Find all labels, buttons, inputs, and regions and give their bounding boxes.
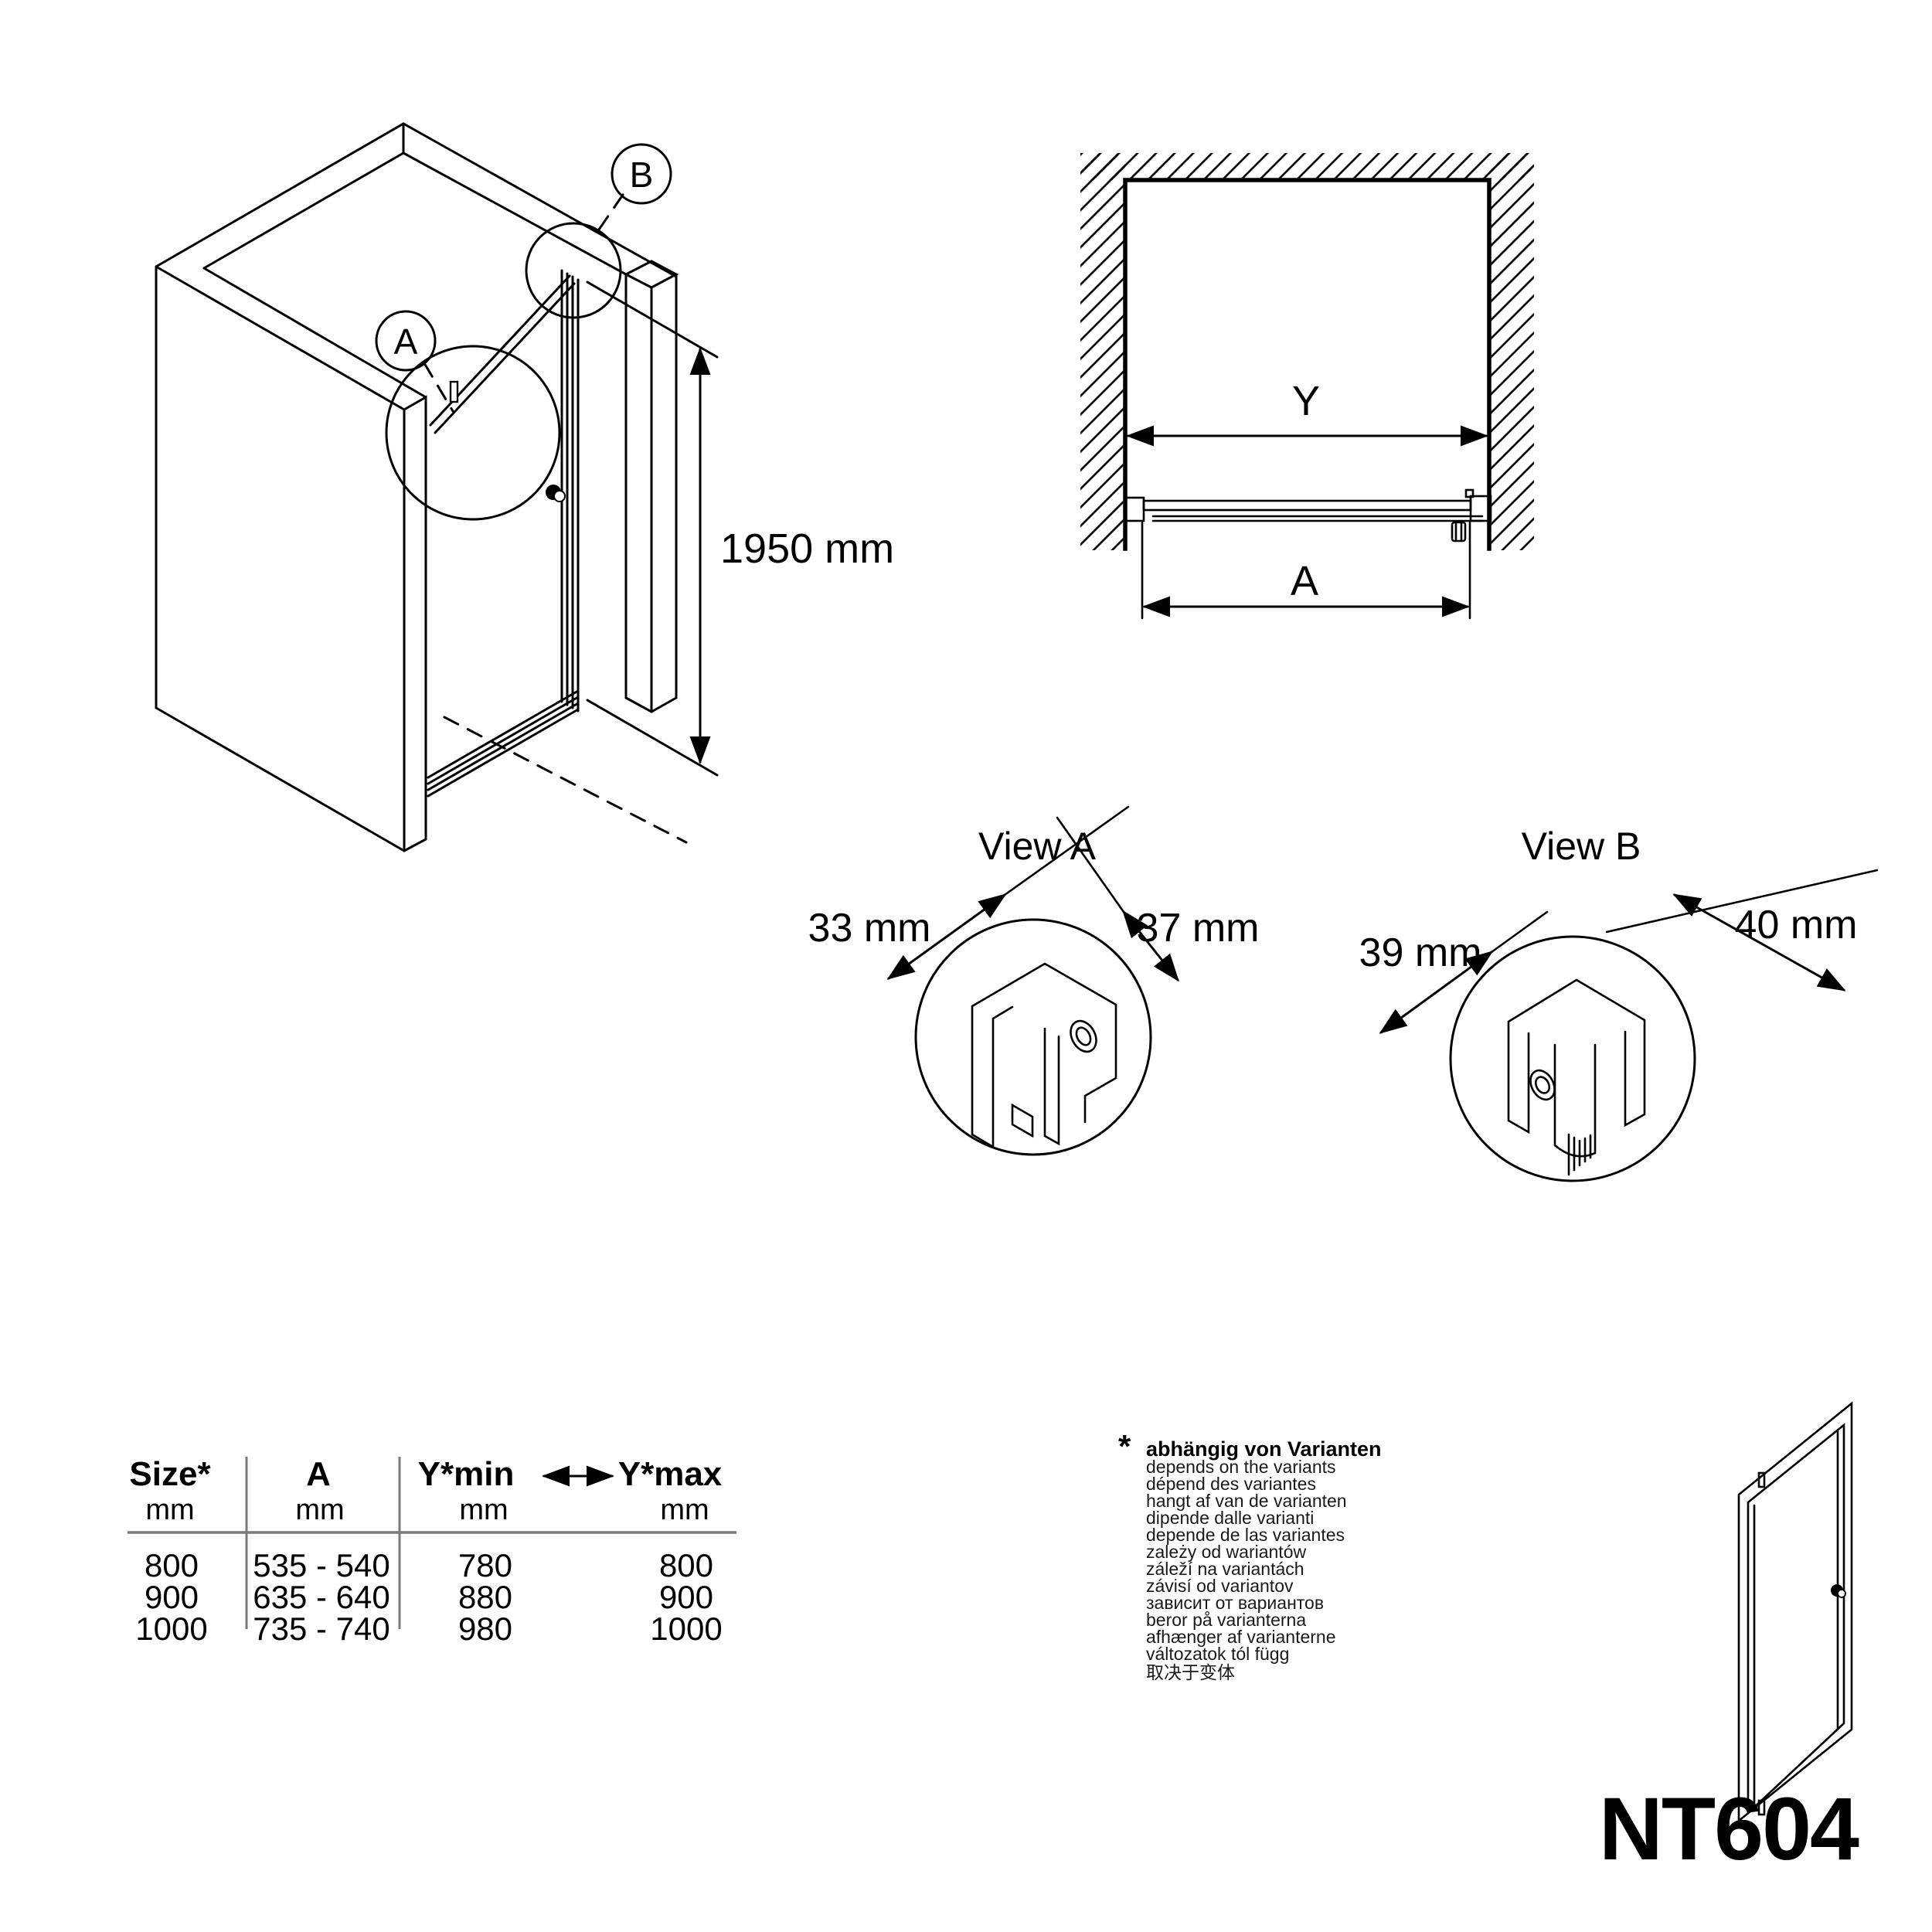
note-line: зависит от вариантов <box>1146 1593 1324 1613</box>
plan-y-label: Y <box>1292 378 1320 424</box>
note-line: hangt af van de varianten <box>1146 1491 1347 1511</box>
note-asterisk: * <box>1118 1428 1131 1464</box>
note-heading: abhängig von Varianten <box>1146 1437 1382 1461</box>
view-b-glass-seal-hatch <box>1567 1133 1592 1176</box>
note-line: závisí od variantov <box>1146 1576 1294 1596</box>
iso-shower-drawing: A B 1950 mm <box>155 122 894 852</box>
size-table: Size* A Y*min Y*max mm mm mm mm 800 535 … <box>128 1455 736 1647</box>
note-line: depende de las variantes <box>1146 1525 1345 1545</box>
view-b-title: View B <box>1522 825 1641 868</box>
height-dimension-label: 1950 mm <box>720 526 894 572</box>
view-a-dim-left: 33 mm <box>808 906 931 951</box>
cell-ymax: 800 <box>659 1547 713 1583</box>
cell-ymin: 780 <box>458 1547 512 1583</box>
view-b-profile-sketch <box>1507 978 1646 1176</box>
cell-size: 1000 <box>135 1611 207 1647</box>
plan-a-label: A <box>1291 558 1318 604</box>
cell-a: 635 - 640 <box>253 1579 389 1615</box>
plan-hatch-back-wall <box>1080 153 1533 180</box>
cell-a: 735 - 740 <box>253 1611 389 1647</box>
iso-callout-b: B <box>525 143 672 319</box>
product-model-code: NT604 <box>1599 1780 1859 1879</box>
table-header-ymax: Y*max <box>618 1455 723 1493</box>
cell-ymin: 880 <box>458 1579 512 1615</box>
cell-a: 535 - 540 <box>253 1547 389 1583</box>
view-a-circle <box>914 918 1152 1156</box>
callout-b-label: B <box>630 155 654 195</box>
detail-view-a: View A 33 mm 37 mm <box>808 805 1260 1156</box>
view-b-dim-right: 40 mm <box>1735 903 1858 947</box>
plan-hatch-left-wall <box>1080 153 1125 550</box>
note-line: zależy od wariantów <box>1146 1542 1306 1562</box>
note-line: záleží na variantách <box>1146 1559 1304 1579</box>
cell-size: 900 <box>145 1579 199 1615</box>
plan-handle-knob <box>1451 521 1467 543</box>
callout-a-label: A <box>394 321 418 362</box>
plan-hatch-right-wall <box>1489 153 1534 550</box>
iso-wall-profile-pin <box>449 380 459 403</box>
table-header-a: A <box>306 1455 331 1493</box>
cell-ymin: 980 <box>458 1611 512 1647</box>
note-line: depends on the variants <box>1146 1457 1336 1477</box>
cell-size: 800 <box>145 1547 199 1583</box>
table-row: 800 535 - 540 780 800 <box>145 1547 713 1583</box>
view-a-title: View A <box>978 825 1097 868</box>
table-unit: mm <box>295 1494 344 1526</box>
iso-callout-a: A <box>375 310 561 521</box>
note-line: beror på varianterna <box>1146 1610 1306 1630</box>
thumbnail-pin-bottom <box>1757 1799 1766 1816</box>
view-b-dimensions: 39 mm 40 mm <box>1359 869 1879 1034</box>
view-a-profile-sketch <box>971 962 1117 1149</box>
note-line: dipende dalle varianti <box>1146 1508 1314 1528</box>
cell-ymax: 1000 <box>650 1611 722 1647</box>
note-line: dépend des variantes <box>1146 1474 1316 1494</box>
view-a-dim-right: 37 mm <box>1137 906 1260 951</box>
plan-y-dimension: Y <box>1126 378 1488 447</box>
thumbnail-pin-top <box>1757 1471 1766 1488</box>
thumbnail-handle-knob <box>1831 1584 1846 1598</box>
iso-door-handle-knob <box>546 485 566 502</box>
table-unit: mm <box>459 1494 508 1526</box>
table-unit: mm <box>145 1494 194 1526</box>
plan-view-drawing: Y A <box>1080 153 1534 620</box>
plan-door-assembly <box>1124 488 1492 543</box>
door-thumbnail-drawing <box>1737 1401 1853 1823</box>
view-b-dim-left: 39 mm <box>1359 930 1482 975</box>
table-unit: mm <box>660 1494 709 1526</box>
detail-view-b: View B 39 mm 40 mm <box>1359 825 1879 1182</box>
table-row: 900 635 - 640 880 900 <box>145 1579 713 1615</box>
iso-height-dimension: 1950 mm <box>586 281 894 777</box>
detail-a-ring <box>385 345 561 521</box>
iso-door-swing-dashed-line <box>443 716 688 844</box>
detail-b-ring <box>525 222 622 319</box>
table-header-ymin: Y*min <box>418 1455 515 1493</box>
iso-right-wall-post <box>623 260 679 713</box>
iso-walls <box>155 122 678 852</box>
plan-walls <box>1080 153 1534 551</box>
cell-ymax: 900 <box>659 1579 713 1615</box>
view-a-dimensions: 33 mm 37 mm <box>808 805 1260 982</box>
note-line: változatok tól függ <box>1146 1644 1289 1664</box>
table-header-size: Size* <box>129 1455 211 1493</box>
plan-a-dimension: A <box>1141 521 1471 620</box>
iso-door-panel <box>427 269 688 844</box>
variants-note: * abhängig von Varianten depends on the … <box>1118 1428 1382 1682</box>
note-line: 取决于变体 <box>1146 1662 1235 1682</box>
table-row: 1000 735 - 740 980 1000 <box>135 1611 722 1647</box>
view-b-circle <box>1449 935 1696 1182</box>
note-line: afhænger af varianterne <box>1146 1627 1336 1647</box>
